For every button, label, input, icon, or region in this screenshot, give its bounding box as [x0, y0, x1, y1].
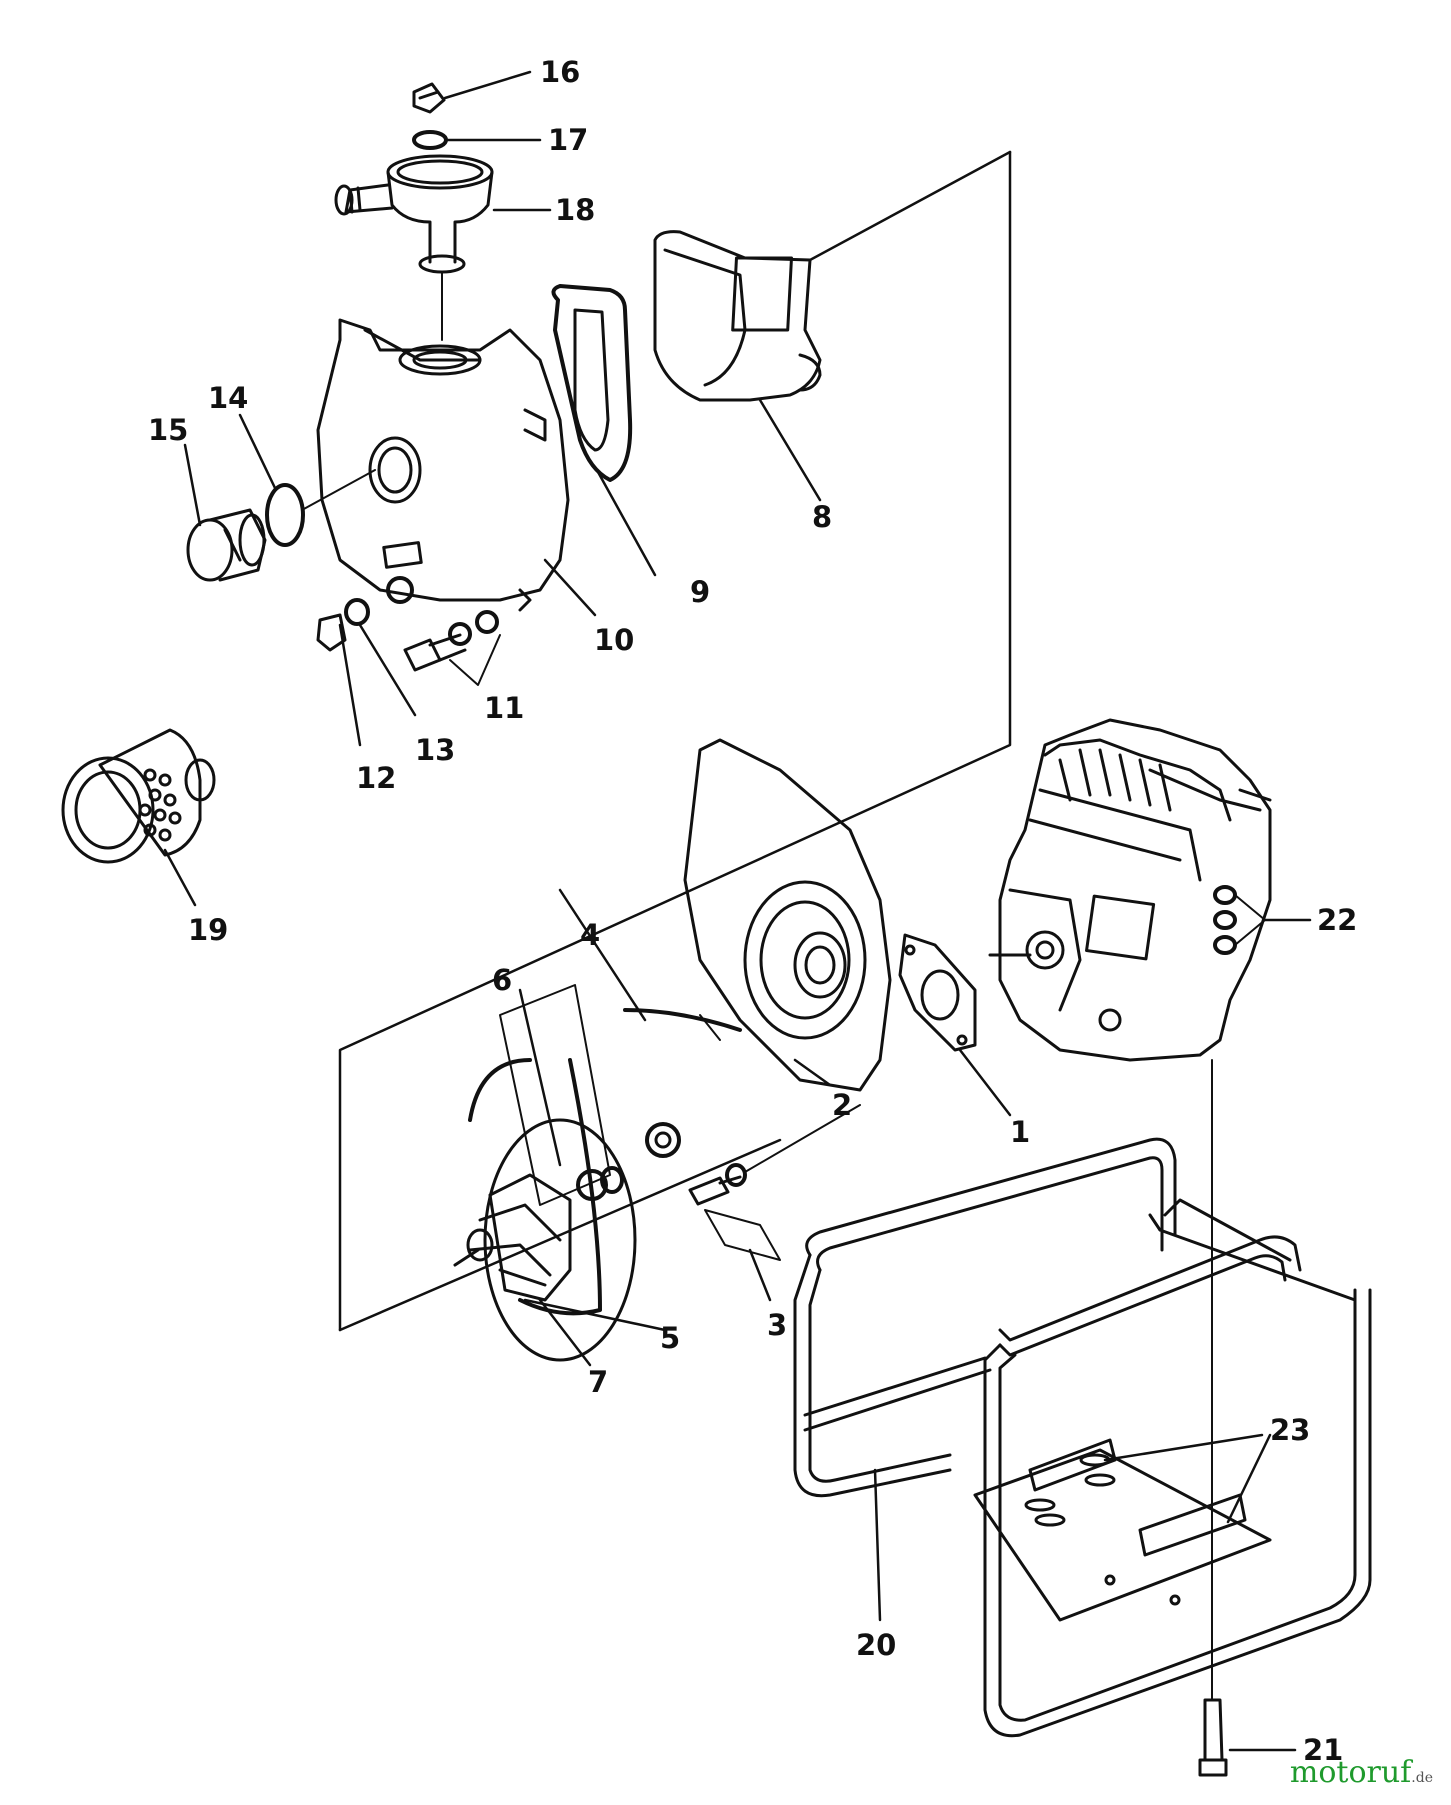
panel-bottom-edge [338, 1138, 782, 1332]
label-14: 14 [208, 381, 248, 415]
label-16: 16 [540, 55, 580, 89]
o-ring-5 [468, 1058, 667, 1332]
label-13: 13 [415, 733, 455, 767]
label-22: 22 [1317, 903, 1357, 937]
o-ring-14 [238, 413, 376, 547]
part-labels: 16 17 18 14 15 8 9 10 11 13 12 19 4 6 22… [148, 55, 1357, 1767]
gasket-9 [551, 284, 657, 577]
label-5: 5 [660, 1321, 680, 1355]
label-11: 11 [484, 691, 524, 725]
drain-plug-16 [412, 70, 532, 114]
watermark-logo: motoruf.de [1290, 1755, 1433, 1790]
label-4: 4 [580, 918, 600, 952]
impeller-7 [453, 1118, 637, 1367]
label-12: 12 [356, 761, 396, 795]
engine-22 [988, 718, 1312, 1701]
cover-8 [653, 230, 822, 502]
washer-17 [412, 130, 542, 150]
label-8: 8 [812, 500, 832, 534]
label-9: 9 [690, 575, 710, 609]
label-7: 7 [588, 1365, 608, 1399]
label-21: 21 [1303, 1733, 1343, 1767]
watermark-brand: motoruf [1289, 1755, 1412, 1790]
label-17: 17 [548, 123, 588, 157]
panel-top-edge [808, 150, 1012, 262]
label-10: 10 [594, 623, 634, 657]
hose-coupling-15 [183, 443, 267, 582]
label-23: 23 [1270, 1413, 1310, 1447]
upper-panel-outline [338, 150, 1012, 1332]
bolt-21 [1198, 1698, 1297, 1777]
fasteners-11-13 [316, 576, 501, 747]
label-18: 18 [555, 193, 595, 227]
base-plate-23 [973, 1433, 1272, 1622]
label-20: 20 [856, 1628, 896, 1662]
label-6: 6 [492, 963, 512, 997]
label-19: 19 [188, 913, 228, 947]
pump-housing-10 [316, 318, 597, 617]
label-15: 15 [148, 413, 188, 447]
label-1: 1 [1010, 1115, 1030, 1149]
frame-20 [793, 1137, 1372, 1738]
label-3: 3 [767, 1308, 787, 1342]
strainer-19 [61, 728, 216, 907]
outlet-elbow-18 [334, 154, 552, 341]
label-2: 2 [832, 1088, 852, 1122]
watermark-tld: .de [1411, 1770, 1433, 1786]
gasket-1 [898, 933, 1012, 1117]
backplate-2 [683, 738, 892, 1092]
